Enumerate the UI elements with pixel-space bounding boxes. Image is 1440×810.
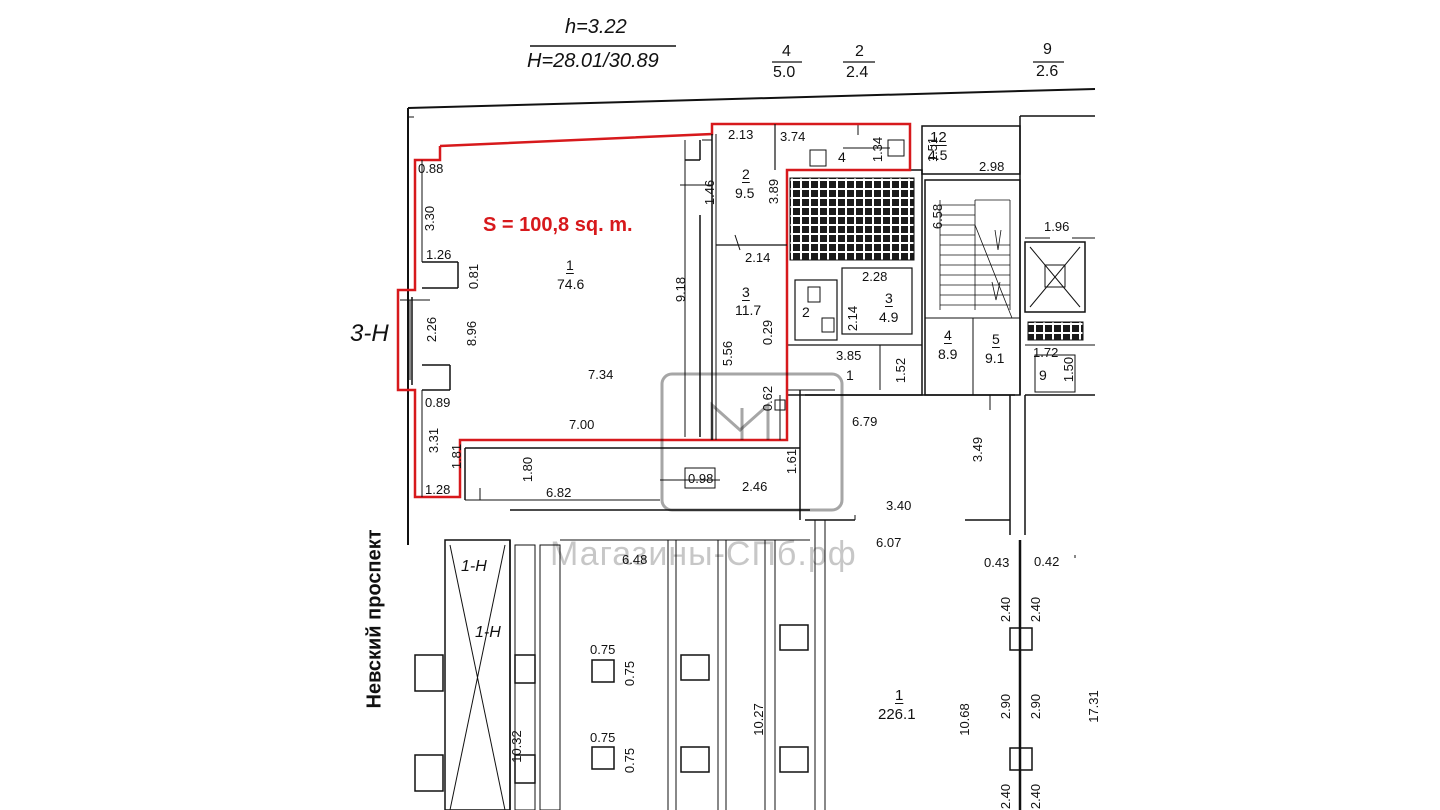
dim-label: 1.26 — [426, 247, 452, 262]
dim-label: 2.90 — [1028, 693, 1044, 720]
dim-label: 2.98 — [979, 159, 1005, 174]
dim-label: 1.96 — [1044, 219, 1070, 234]
room-12-area: 4.5 — [928, 147, 948, 163]
dim-label: 2.40 — [1028, 596, 1044, 623]
dim-label: 1.52 — [893, 357, 909, 384]
unit-label-3h: 3-Н — [350, 320, 389, 347]
header-marker-val-1: 5.0 — [773, 64, 796, 81]
dim-label: 1.34 — [870, 136, 886, 163]
dim-label: 0.29 — [760, 319, 776, 346]
dim-label: 2.40 — [998, 783, 1014, 810]
ceiling-height: h=3.22 — [565, 16, 627, 38]
room-4-top-number: 4 — [838, 149, 846, 165]
dim-label: 0.89 — [425, 395, 451, 410]
room-3-right-number: 3 — [885, 290, 893, 306]
dim-label: 10.32 — [508, 730, 524, 763]
dim-label: 3.85 — [836, 348, 862, 363]
dim-label: 3.74 — [780, 129, 806, 144]
room-5-area: 9.1 — [985, 350, 1005, 366]
dim-label: 1.81 — [449, 443, 465, 470]
dim-label: 0.75 — [590, 642, 616, 657]
room-2-area: 9.5 — [735, 185, 755, 201]
dim-label: 0.42 — [1034, 554, 1060, 569]
unit-1h-label-a: 1-Н — [461, 558, 487, 575]
room-1-area: 74.6 — [557, 276, 585, 292]
header-marker-num-3: 9 — [1043, 41, 1052, 58]
lift-grid — [1027, 321, 1084, 341]
dim-label: 2.46 — [742, 479, 768, 494]
room-4-right-area: 8.9 — [938, 346, 958, 362]
room-3-number: 3 — [742, 284, 750, 300]
dim-label: 1.72 — [1033, 345, 1059, 360]
dim-label: 1.28 — [425, 482, 451, 497]
dim-label: 1.80 — [520, 456, 536, 483]
watermark-logo — [660, 372, 844, 512]
dim-label: 6.58 — [930, 203, 946, 230]
street-label: Невский проспект — [363, 529, 386, 709]
dim-label: 2.14 — [845, 305, 861, 332]
dim-label: 5.56 — [720, 340, 736, 367]
dim-label: 0.75 — [590, 730, 616, 745]
room-3-right-area: 4.9 — [879, 309, 899, 325]
dim-label: 2.28 — [862, 269, 888, 284]
elevation-label: H=28.01/30.89 — [527, 50, 659, 72]
dim-label: 0.75 — [622, 660, 638, 687]
room-12-number: 12 — [930, 129, 947, 146]
room-5-number: 5 — [992, 331, 1000, 347]
dim-label: 0.98 — [688, 471, 714, 486]
dim-label: 10.68 — [956, 703, 972, 736]
dim-label: 0.75 — [622, 747, 638, 774]
dim-label: 7.00 — [569, 417, 595, 432]
dim-label: 2.90 — [998, 693, 1014, 720]
header-marker-num-2: 2 — [855, 43, 864, 60]
dim-label: 2.26 — [424, 316, 440, 343]
room-4-right-number: 4 — [944, 327, 952, 343]
dim-label: 1.46 — [702, 179, 718, 206]
dim-label: 1.61 — [784, 448, 800, 475]
room-1-right-number: 1 — [846, 367, 854, 383]
room-2-number: 2 — [742, 166, 750, 182]
dim-label: 0.62 — [760, 385, 776, 412]
dim-label: 0.43 — [984, 555, 1010, 570]
dim-label: 1.51 — [925, 136, 941, 163]
dim-label: 3.40 — [886, 498, 912, 513]
room-2-right-number: 2 — [802, 304, 810, 320]
area-label: S = 100,8 sq. m. — [483, 214, 633, 236]
dim-label: 3.30 — [422, 205, 438, 232]
building-walls — [407, 88, 1096, 810]
header-marker-val-3: 2.6 — [1036, 63, 1059, 80]
header-marker-val-2: 2.4 — [846, 64, 869, 81]
dim-label: 3.31 — [426, 427, 442, 454]
dim-label: 3.49 — [970, 436, 986, 463]
room-1-number: 1 — [566, 257, 574, 273]
room-9-number: 9 — [1039, 367, 1047, 383]
dim-label: 2.40 — [998, 596, 1014, 623]
dim-label: 7.34 — [588, 367, 614, 382]
dim-label: 0.81 — [466, 263, 482, 290]
unit-1h-label-b: 1-Н — [475, 624, 501, 641]
dim-label: 6.48 — [622, 552, 648, 567]
room-3-area: 11.7 — [735, 302, 762, 318]
premises-outline — [396, 122, 912, 499]
dim-label: 8.96 — [464, 320, 480, 347]
dim-label: 2.14 — [745, 250, 771, 265]
dim-label: 2.40 — [1028, 783, 1044, 810]
ventilation-grid — [789, 177, 915, 261]
dim-label: 0.88 — [418, 161, 444, 176]
dim-label: 6.82 — [546, 485, 572, 500]
room-1-lower-area: 226.1 — [878, 706, 916, 723]
watermark-text: Магазины-СПб.рф — [550, 535, 857, 573]
dim-label: 6.07 — [876, 535, 902, 550]
room-1-lower-number: 1 — [895, 687, 904, 704]
dim-label: 10.27 — [750, 703, 766, 736]
dim-label: 9.18 — [673, 276, 689, 303]
dim-label: 17.31 — [1085, 690, 1101, 723]
dim-label: 3.89 — [766, 178, 782, 205]
dim-label: 6.79 — [852, 414, 878, 429]
dim-label: 1.50 — [1061, 356, 1077, 383]
header-marker-num-1: 4 — [782, 43, 791, 60]
dim-label: 2.13 — [728, 127, 754, 142]
